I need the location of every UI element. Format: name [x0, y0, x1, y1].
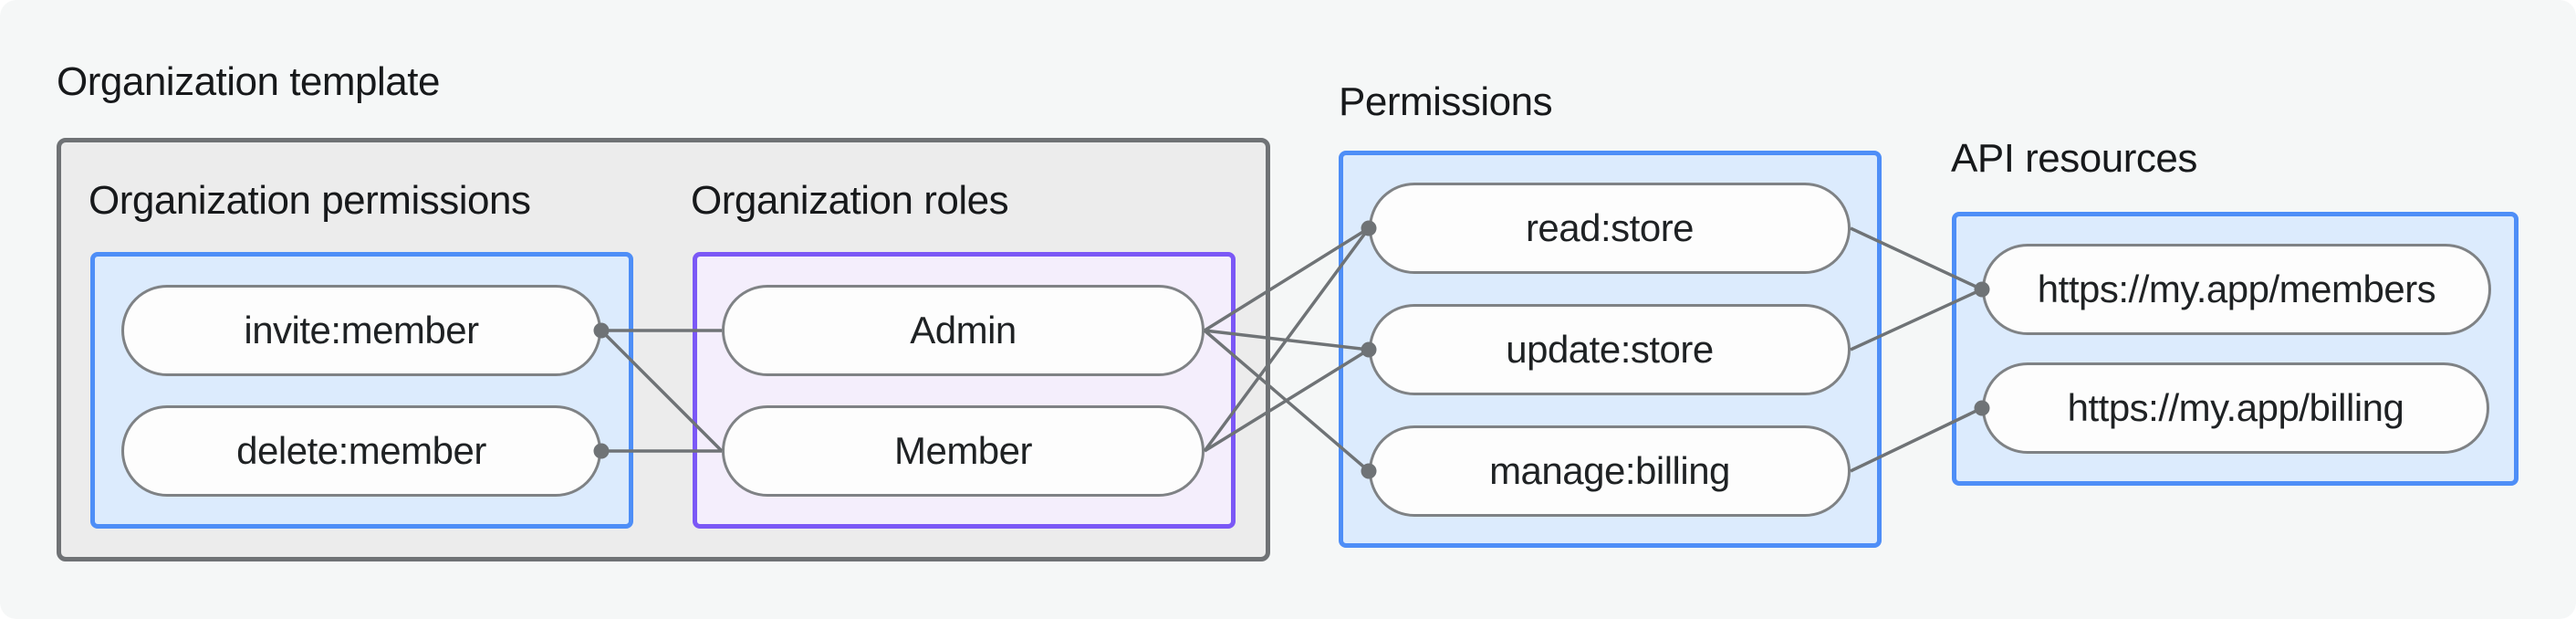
- org-template-label: Organization template: [57, 59, 440, 104]
- node-billing-api-resource: https://my.app/billing: [1982, 362, 2489, 454]
- node-delete-member: delete:member: [121, 405, 601, 497]
- org-roles-label: Organization roles: [691, 178, 1009, 223]
- node-manage-billing: manage:billing: [1369, 425, 1851, 517]
- node-read-store: read:store: [1369, 183, 1851, 274]
- api-resources-label: API resources: [1951, 136, 2197, 181]
- node-members-api-resource: https://my.app/members: [1982, 244, 2491, 335]
- node-update-store: update:store: [1369, 304, 1851, 395]
- node-member-role: Member: [722, 405, 1205, 497]
- permissions-label: Permissions: [1339, 79, 1553, 124]
- node-admin-role: Admin: [722, 285, 1205, 376]
- node-invite-member: invite:member: [121, 285, 601, 376]
- org-permissions-label: Organization permissions: [89, 178, 531, 223]
